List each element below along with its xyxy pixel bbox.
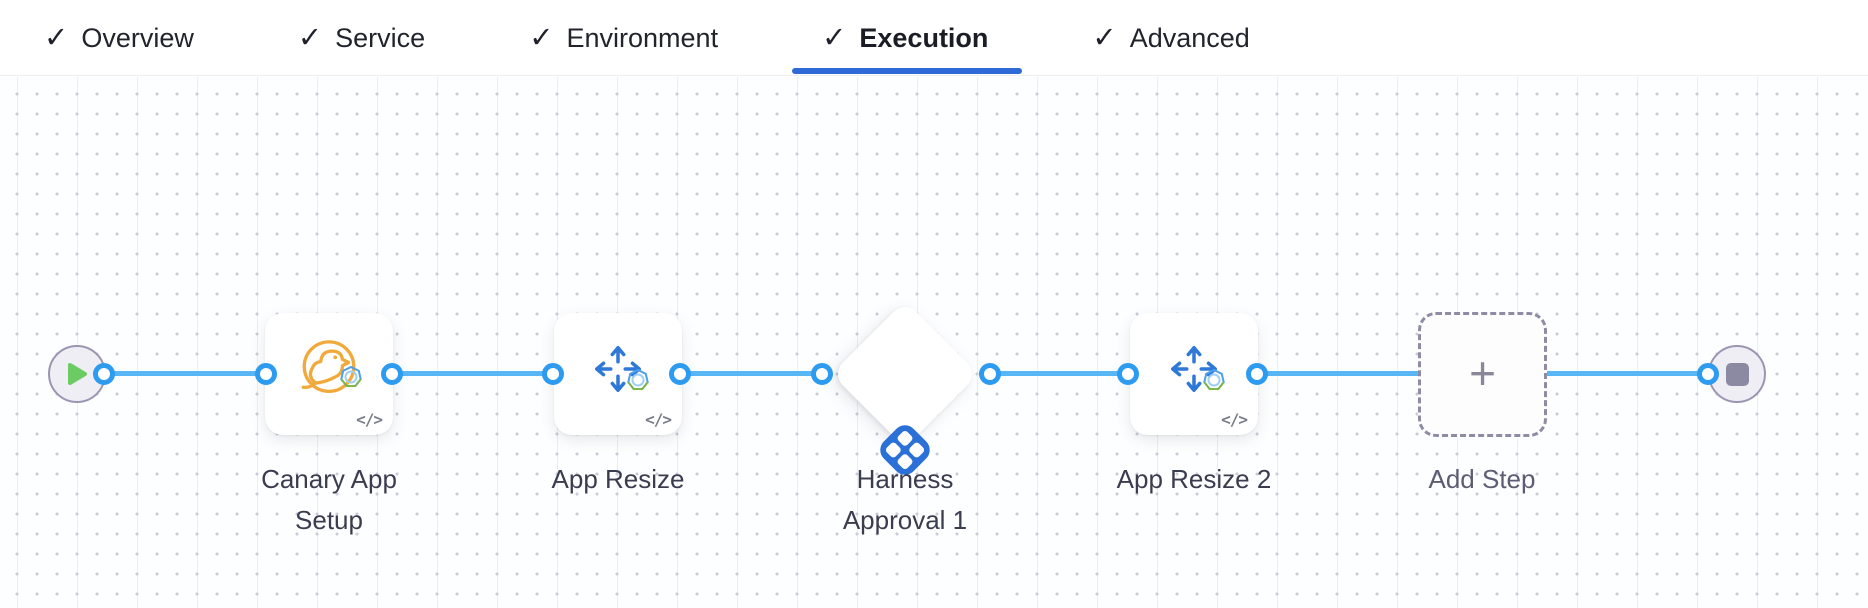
code-badge: </>	[1221, 410, 1248, 429]
step-node-app-resize[interactable]: </>	[554, 313, 682, 435]
step-node-app-resize-2[interactable]: </>	[1130, 313, 1258, 435]
tab-environment[interactable]: ✓ Environment	[529, 0, 718, 75]
pipeline-start-node	[48, 345, 106, 403]
node-label-add-step: Add Step	[1428, 464, 1536, 494]
connector-port[interactable]	[381, 363, 403, 385]
connector-port[interactable]	[669, 363, 691, 385]
code-badge: </>	[356, 410, 383, 429]
resize-arrows-icon	[1165, 340, 1223, 403]
tab-label: Execution	[859, 23, 989, 53]
tab-label: Service	[335, 23, 426, 53]
connector-port[interactable]	[542, 363, 564, 385]
edge-line	[680, 371, 822, 376]
tab-advanced[interactable]: ✓ Advanced	[1092, 0, 1249, 75]
edge-line	[392, 371, 553, 376]
play-icon	[68, 363, 87, 385]
tab-label: Advanced	[1129, 23, 1250, 53]
connector-port[interactable]	[979, 363, 1001, 385]
connector-port[interactable]	[93, 363, 115, 385]
node-label-canary-app-setup: Canary App Setup	[261, 464, 397, 535]
stop-icon	[1725, 362, 1749, 386]
connector-port[interactable]	[255, 363, 277, 385]
connector-port[interactable]	[811, 363, 833, 385]
edge-line	[990, 371, 1128, 376]
canary-icon	[296, 336, 362, 407]
check-icon: ✓	[529, 22, 554, 54]
harness-logo-icon[interactable]	[873, 418, 937, 487]
tab-label: Environment	[566, 23, 719, 53]
code-badge: </>	[645, 410, 672, 429]
node-label-app-resize-2: App Resize 2	[1116, 464, 1272, 494]
tab-service[interactable]: ✓ Service	[298, 0, 425, 75]
tab-execution[interactable]: ✓ Execution	[792, 0, 1023, 75]
tab-overview[interactable]: ✓ Overview	[44, 0, 194, 75]
connector-port[interactable]	[1697, 363, 1719, 385]
step-wizard-tabbar: ✓ Overview ✓ Service ✓ Environment ✓ Exe…	[0, 0, 1868, 76]
connector-port[interactable]	[1117, 363, 1139, 385]
check-icon: ✓	[297, 22, 323, 54]
plus-icon: +	[1469, 346, 1496, 399]
gear-icon	[626, 368, 650, 397]
resize-arrows-icon	[589, 340, 647, 403]
pipeline-canvas[interactable]: </> </>	[0, 77, 1868, 608]
check-icon: ✓	[1092, 22, 1117, 54]
gear-icon	[339, 365, 363, 394]
step-node-canary-app-setup[interactable]: </>	[265, 313, 393, 435]
active-tab-underline	[792, 68, 1023, 74]
add-step-button[interactable]: +	[1418, 312, 1547, 437]
gear-icon	[1202, 368, 1226, 397]
check-icon: ✓	[44, 22, 69, 54]
check-icon: ✓	[822, 22, 847, 54]
tab-label: Overview	[81, 23, 194, 53]
node-label-harness-approval-1: Harness Approval 1	[842, 464, 968, 535]
node-label-app-resize: App Resize	[551, 464, 685, 494]
edge-line	[104, 371, 266, 376]
connector-port[interactable]	[1246, 363, 1268, 385]
